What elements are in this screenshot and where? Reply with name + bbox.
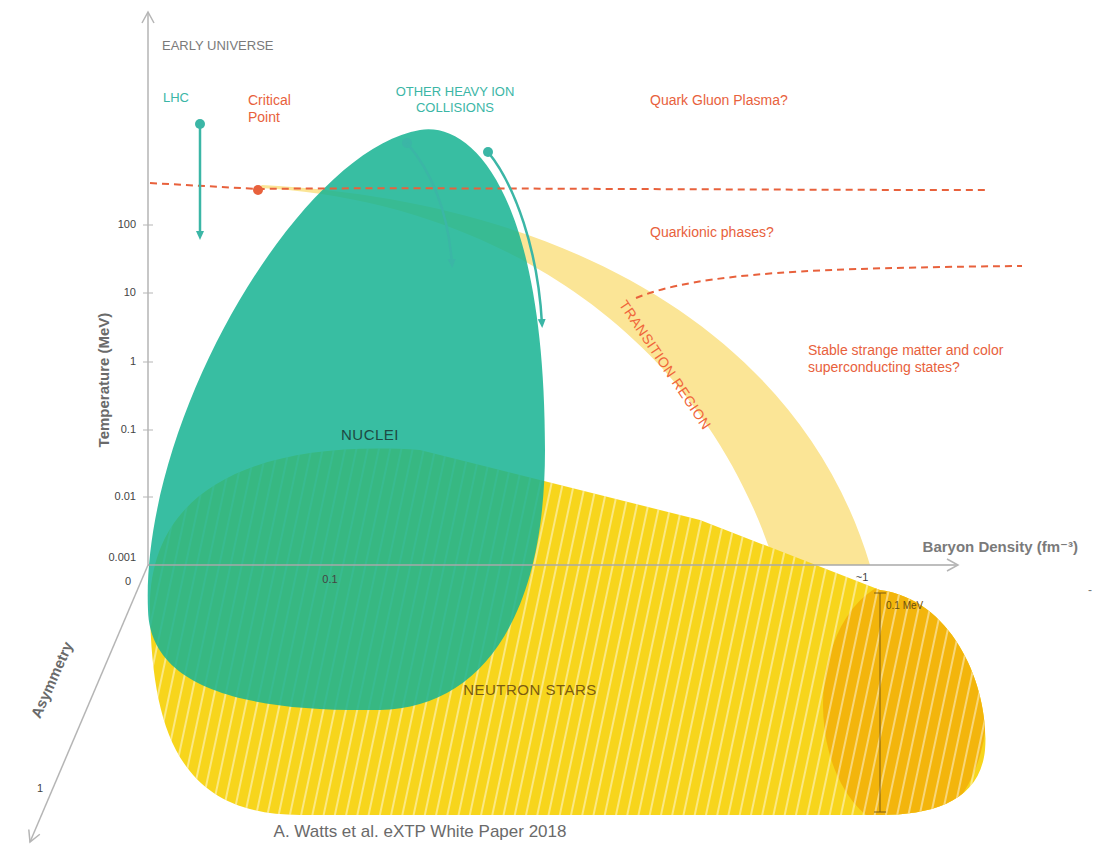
- tick-label: 100: [118, 218, 136, 231]
- axis-title: Temperature (MeV): [95, 313, 113, 448]
- region-note: EARLY UNIVERSE: [162, 38, 274, 54]
- phase-boundary: [150, 183, 988, 190]
- lhc-arrow: [199, 124, 202, 236]
- baryon-density-axis: [148, 564, 958, 566]
- stray-mark: -: [1088, 583, 1092, 597]
- phase-label: Stable strange matter and color supercon…: [808, 342, 1008, 376]
- axis-title: Asymmetry: [27, 639, 77, 721]
- tick-label: 0.1: [322, 573, 337, 586]
- heavy-ion-arrow: [488, 152, 542, 324]
- phase-boundary: [636, 266, 1022, 298]
- point-label: Critical Point: [248, 92, 318, 126]
- region-label: NEUTRON STARS: [463, 681, 597, 699]
- temperature-axis: [147, 12, 149, 565]
- arrow-start-dot: [483, 147, 493, 157]
- phase-label: Quarkionic phases?: [650, 224, 774, 241]
- tick-label: 0.1: [121, 423, 136, 436]
- tick-label: 10: [124, 286, 136, 299]
- tick-label: ~1: [856, 571, 869, 584]
- nuclei-region: NUCLEI: [140, 120, 550, 715]
- experiment-label: OTHER HEAVY ION COLLISIONS: [370, 84, 540, 115]
- region-label: NUCLEI: [341, 426, 399, 444]
- experiment-label: LHC: [163, 90, 189, 106]
- critical-point-dot: [253, 185, 263, 195]
- phase-label: Quark Gluon Plasma?: [650, 92, 788, 109]
- tick-label: 1: [130, 355, 136, 368]
- tick-label: 0: [125, 575, 131, 588]
- tick-label: 1: [37, 782, 43, 795]
- nuclei-region-shape: [140, 120, 550, 715]
- axis-ticks: [143, 225, 153, 497]
- source-caption: A. Watts et al. eXTP White Paper 2018: [270, 822, 571, 842]
- arrow-start-dot: [195, 119, 205, 129]
- dimension-label: 0.1 MeV: [886, 600, 923, 612]
- tick-label: 0.01: [115, 490, 136, 503]
- heavy-ion-arrow: [407, 143, 452, 264]
- axis-title: Baryon Density (fm⁻³): [923, 538, 1078, 556]
- height-bracket: [874, 593, 886, 812]
- tick-label: 0.001: [108, 551, 136, 564]
- arrow-start-dot: [402, 138, 412, 148]
